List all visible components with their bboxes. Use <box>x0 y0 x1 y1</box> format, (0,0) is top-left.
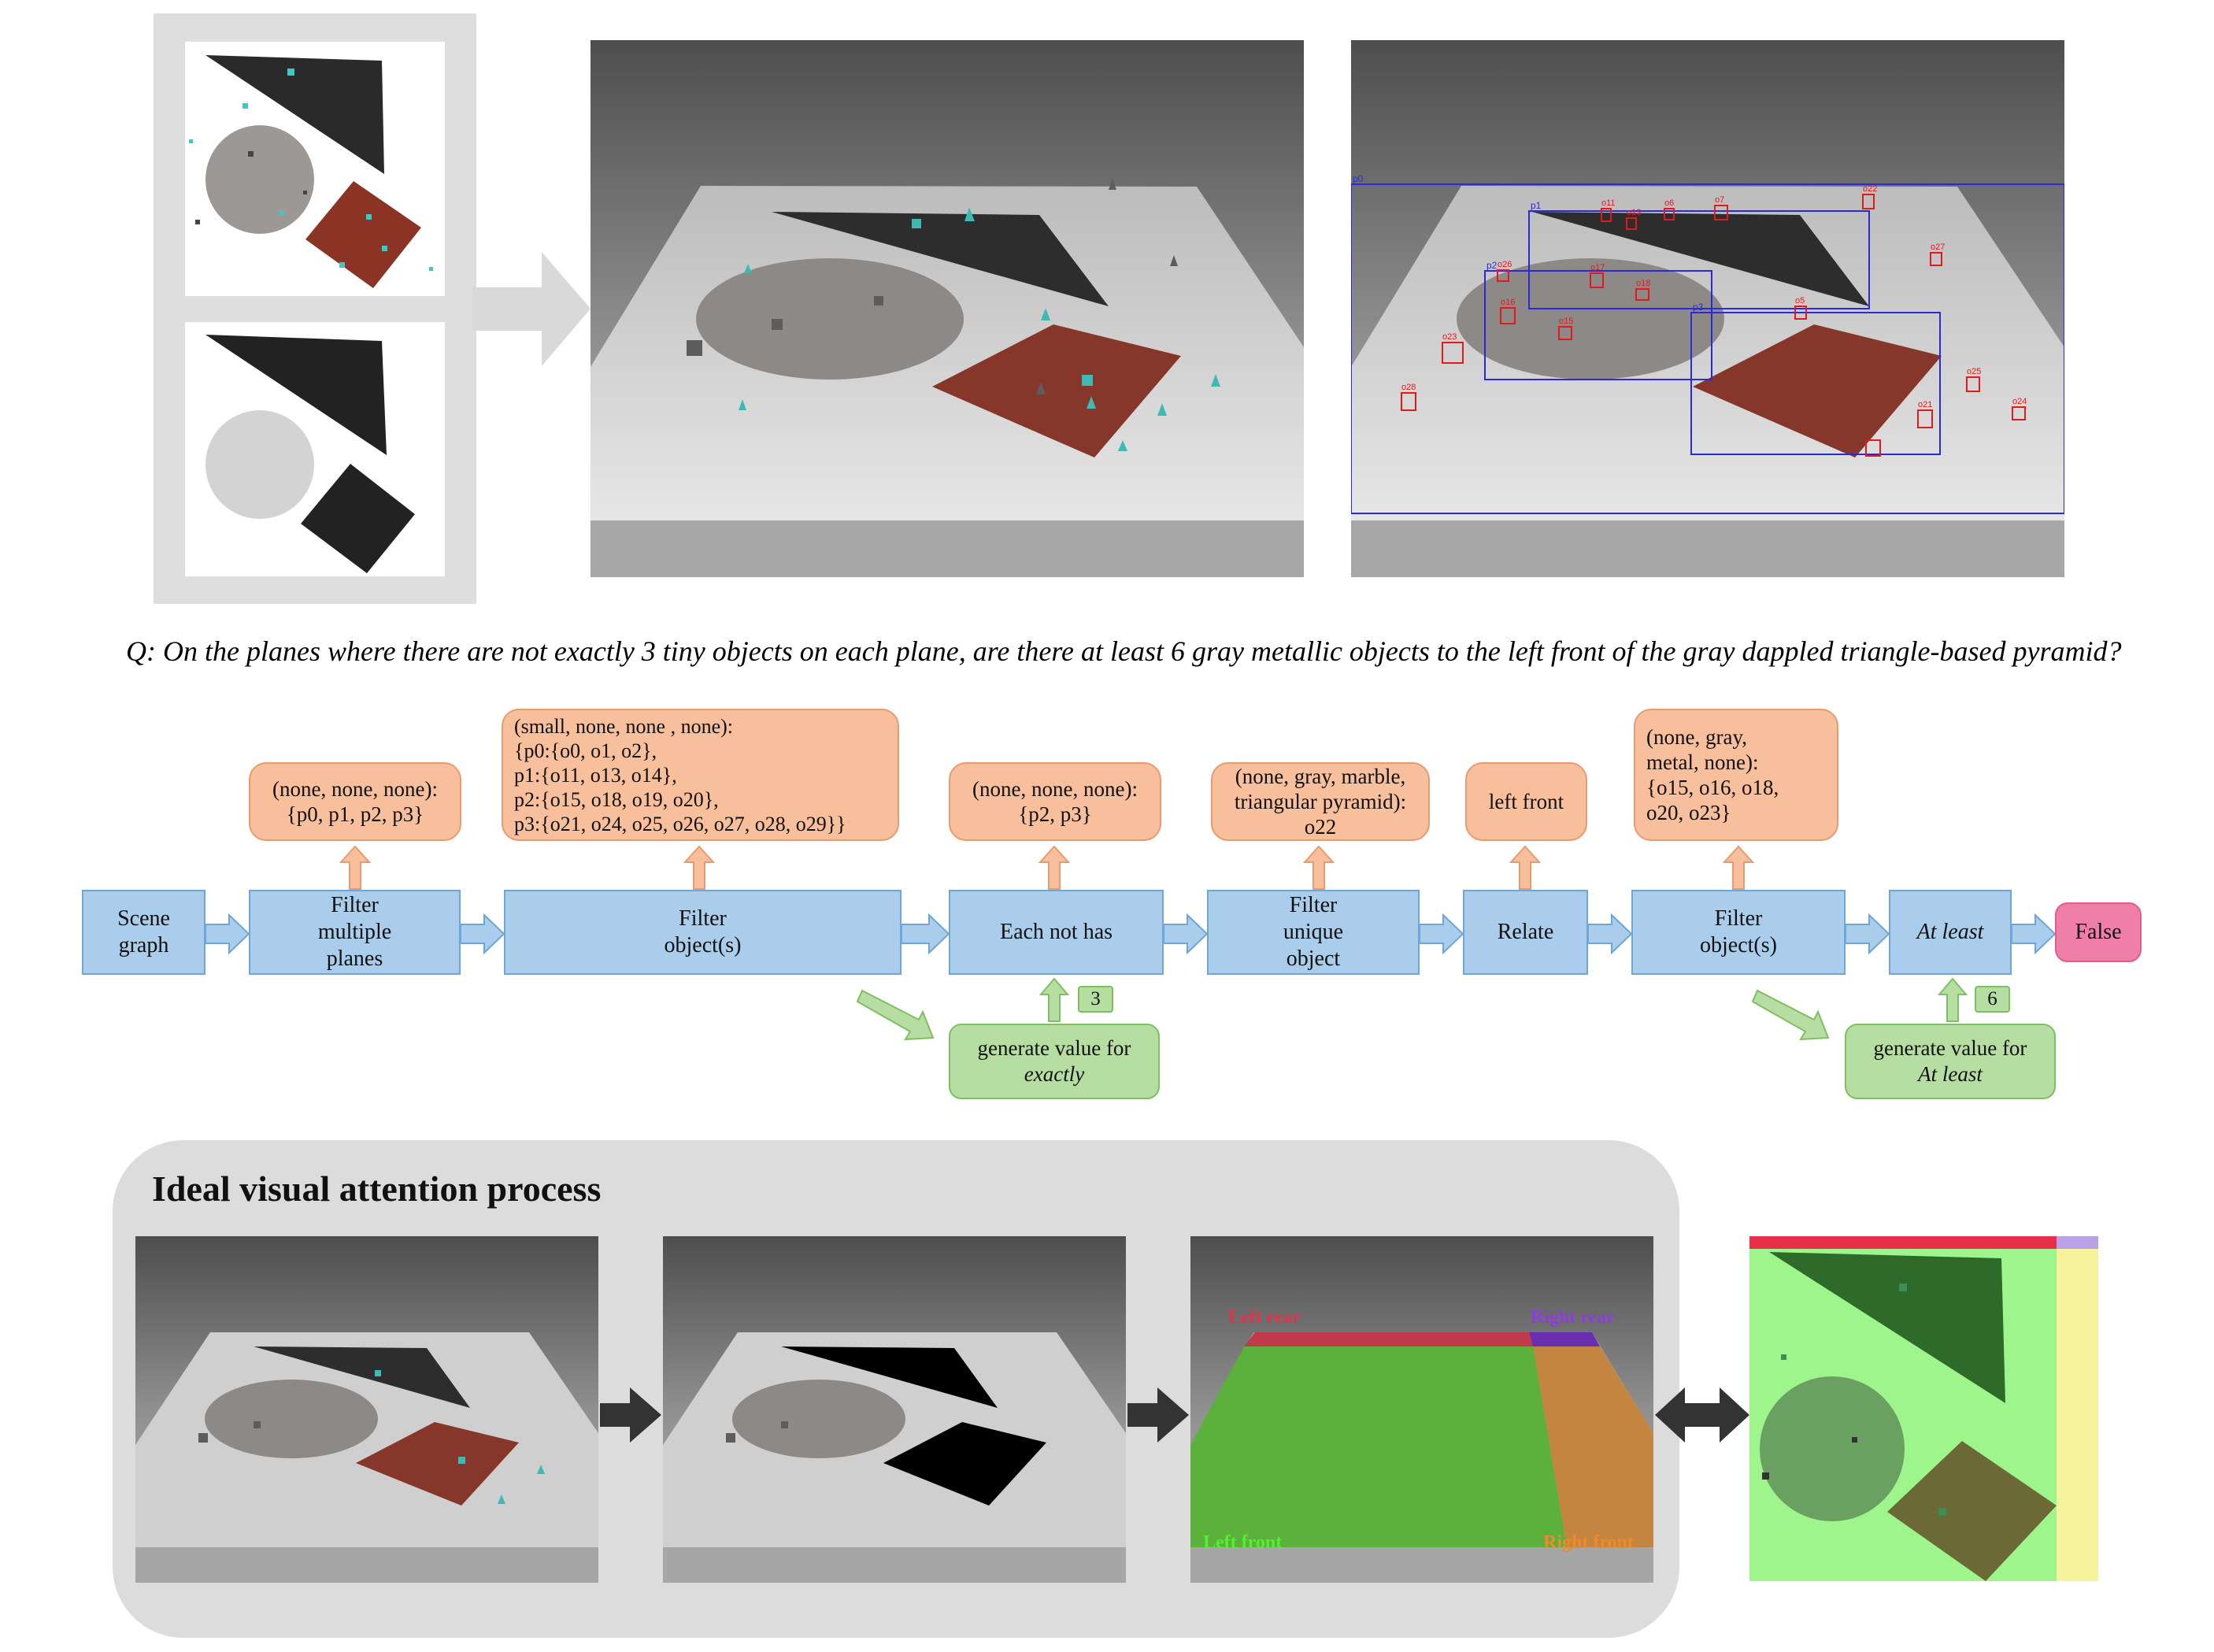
generator-at-least: generate value for At least <box>1845 1024 2056 1099</box>
output-unique-object: (none, gray, marble, triangular pyramid)… <box>1211 762 1430 841</box>
region-label-left-front: Left front <box>1203 1532 1282 1553</box>
bbox-label: o7 <box>1715 195 1724 205</box>
bbox-label: o5 <box>1795 296 1805 306</box>
bbox-label: o13 <box>1627 208 1641 217</box>
bbox-label: o23 <box>1442 332 1457 342</box>
attention-step-regions: Left rear Right rear Left front Right fr… <box>1190 1236 1653 1583</box>
region-label-right-front: Right front <box>1543 1532 1634 1553</box>
render-arrow <box>472 252 591 366</box>
layout-panel <box>154 13 476 604</box>
bbox-label: p3 <box>1693 302 1704 313</box>
bbox-label: o28 <box>1401 383 1416 392</box>
region-label-right-rear: Right rear <box>1531 1307 1615 1328</box>
bbox-p3 <box>1690 312 1941 455</box>
bbox-label: o22 <box>1863 184 1877 194</box>
step-each-not-has: Each not has <box>949 890 1164 975</box>
question-text: Q: On the planes where there are not exa… <box>126 635 2122 667</box>
output-filter-objects: (small, none, none , none): {p0:{o0, o1,… <box>502 709 899 841</box>
generator-exactly: generate value for exactly <box>949 1024 1160 1099</box>
bbox-label: o17 <box>1590 263 1605 272</box>
attention-arrow-1 <box>600 1387 661 1443</box>
region-right-rear <box>1529 1332 1600 1346</box>
attention-title: Ideal visual attention process <box>152 1169 602 1209</box>
output-filter-objects-2: (none, gray, metal, none): {o15, o16, o1… <box>1634 709 1838 841</box>
bbox-label: o16 <box>1501 298 1515 307</box>
bbox-p0 <box>1351 183 2064 514</box>
region-label-left-rear: Left rear <box>1228 1307 1301 1328</box>
attention-arrow-2 <box>1127 1387 1189 1443</box>
region-left-rear <box>1244 1332 1533 1346</box>
generator-line2: At least <box>1918 1062 1983 1086</box>
output-each-not-has: (none, none, none): {p2, p3} <box>949 762 1161 841</box>
step-filter-planes: Filter multiple planes <box>249 890 461 975</box>
bbox-p1 <box>1528 210 1870 309</box>
output-filter-planes: (none, none, none): {p0, p1, p2, p3} <box>249 762 461 841</box>
region-right-front <box>1533 1346 1653 1547</box>
bbox-label: o6 <box>1664 198 1674 208</box>
generator-line1: generate value for <box>977 1036 1131 1060</box>
step-scene-graph: Scene graph <box>82 890 205 975</box>
bbox-label: p0 <box>1353 173 1364 184</box>
generator-line2: exactly <box>1024 1062 1085 1086</box>
bbox-label: o21 <box>1918 400 1932 409</box>
bbox-p2 <box>1484 270 1712 380</box>
generator-line1: generate value for <box>1873 1036 2027 1060</box>
step-filter-objects-2: Filter object(s) <box>1631 890 1846 975</box>
bbox-label: p2 <box>1486 260 1498 271</box>
result-false: False <box>2055 902 2142 962</box>
step-at-least: At least <box>1889 890 2012 975</box>
value-badge-exactly: 3 <box>1078 986 1113 1013</box>
bbox-label: o15 <box>1559 317 1573 326</box>
bbox-label: o18 <box>1636 279 1650 288</box>
attention-step-scene <box>135 1236 598 1583</box>
attention-double-arrow <box>1655 1387 1749 1443</box>
bbox-label: o26 <box>1498 260 1512 269</box>
step-relate: Relate <box>1463 890 1588 975</box>
bbox-label: p1 <box>1531 200 1542 211</box>
bbox-label: o24 <box>2012 397 2027 406</box>
bbox-label: o27 <box>1931 243 1945 252</box>
bbox-scene: p0 p1 p2 p3 o11 o13 o6 o7 o22 o26 o17 o1… <box>1351 40 2064 577</box>
rendered-scene <box>591 40 1304 577</box>
step-filter-objects: Filter object(s) <box>504 890 902 975</box>
attention-topview-regions <box>1749 1236 2098 1581</box>
value-badge-at-least: 6 <box>1975 986 2010 1013</box>
bbox-label: o25 <box>1967 367 1981 376</box>
region-left-front <box>1190 1346 1567 1547</box>
step-filter-unique: Filter unique object <box>1207 890 1420 975</box>
attention-step-planes <box>663 1236 1126 1583</box>
output-relate: left front <box>1465 762 1587 841</box>
bbox-label: o11 <box>1601 198 1616 208</box>
